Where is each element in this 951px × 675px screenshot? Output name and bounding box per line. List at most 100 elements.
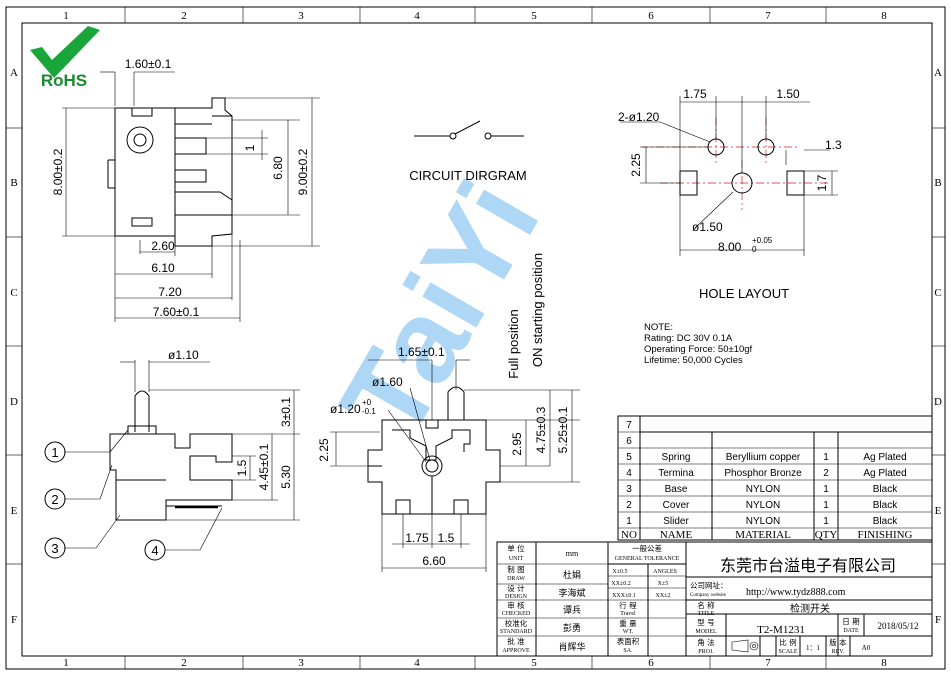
- side-dim-d: 5.30: [279, 465, 293, 489]
- tb-tol-xx: XX±0.2: [611, 581, 630, 587]
- bom-cell-no: 7: [626, 420, 632, 431]
- tb-tolerance-en: GENERAL TOLERANCE: [615, 556, 680, 562]
- col-label-bottom-3: 3: [298, 657, 304, 669]
- bom-header-no: NO: [621, 529, 637, 541]
- bom-cell-name: Slider: [663, 516, 689, 527]
- hole-dim-width-tol: +0.05: [752, 236, 773, 245]
- bom-cell-name: Termina: [658, 468, 694, 479]
- front-dim-j: 6.60: [422, 554, 446, 568]
- tb-company: 东莞市台溢电子有限公司: [720, 556, 896, 575]
- bom-cell-material: Phosphor Bronze: [724, 468, 802, 479]
- bom-cell-finish: Black: [873, 484, 898, 495]
- top-view: 1.60±0.1 8.00±0.2 1 6.80 9.00±0.2 2.60 6…: [51, 57, 320, 322]
- dim-w2: 6.10: [151, 261, 175, 275]
- row-label-right-a: A: [934, 67, 942, 79]
- tb-tol-a2: XX±2: [656, 593, 671, 599]
- col-label-bottom-2: 2: [181, 657, 187, 669]
- row-label-left-f: F: [11, 614, 17, 626]
- dim-pin-offset: 1.60±0.1: [125, 57, 172, 71]
- col-label-bottom-6: 6: [648, 657, 654, 669]
- balloon-3: 3: [51, 541, 58, 556]
- hole-dim-d4: 2.25: [629, 153, 643, 177]
- circuit-title: CIRCUIT DIRGRAM: [409, 168, 526, 183]
- notes-title: NOTE:: [644, 322, 673, 333]
- tb-title-value: 检测开关: [790, 602, 830, 615]
- col-label-top-8: 8: [881, 10, 887, 22]
- tb-appr-en: APPROVE: [502, 648, 530, 654]
- col-label-top-3: 3: [298, 10, 304, 22]
- hole-dim-holes: 2-ø1.20: [618, 110, 660, 124]
- bom-cell-material: NYLON: [746, 516, 780, 527]
- tb-appr-label: 批 准: [507, 636, 525, 646]
- row-label-right-c: C: [934, 287, 941, 299]
- bom-cell-material: NYLON: [746, 500, 780, 511]
- hole-dim-d6: ø1.50: [692, 220, 723, 234]
- row-label-left-d: D: [10, 396, 18, 408]
- row-label-left-c: C: [10, 287, 17, 299]
- dim-w3: 7.20: [158, 285, 182, 299]
- bom-cell-qty: 1: [823, 516, 829, 527]
- front-dim-f: 4.75±0.3: [534, 406, 548, 453]
- tb-sa-en: SA.: [623, 648, 633, 654]
- tb-website-en: Company website: [690, 593, 727, 598]
- tb-proj-en: PROJ.: [698, 649, 714, 655]
- bom-cell-no: 2: [626, 500, 632, 511]
- tb-design-label: 设 计: [507, 583, 525, 593]
- front-dim-b: ø1.60: [372, 375, 403, 389]
- front-dim-c-tol-lo: -0.1: [362, 407, 376, 416]
- hole-dim-width: 8.00: [718, 240, 742, 254]
- tb-design-value: 李海斌: [558, 587, 585, 599]
- bom-header-material: MATERIAL: [735, 529, 791, 541]
- hole-dim-d5: 1.7: [815, 174, 829, 191]
- tb-date-label: 日 期: [842, 617, 859, 626]
- check-mark-icon: [30, 26, 100, 78]
- bom-cell-qty: 1: [823, 484, 829, 495]
- tb-weight-en: WT.: [623, 629, 634, 635]
- col-label-bottom-8: 8: [881, 657, 887, 669]
- row-label-right-e: E: [935, 505, 942, 517]
- bom-header-qty: QTY: [815, 529, 838, 541]
- notes: NOTE: Rating: DC 30V 0.1A Operating Forc…: [644, 322, 753, 366]
- tb-title-en: TITLE: [698, 611, 715, 617]
- bom-header-name: NAME: [660, 529, 693, 541]
- notes-line-3: Lifetime: 50,000 Cycles: [644, 355, 743, 366]
- tb-tol-a5: X±5: [658, 581, 669, 587]
- bom-cell-finish: Black: [873, 516, 898, 527]
- tb-tol-angles: ANGLES: [653, 569, 677, 575]
- projection-symbol-icon: [731, 639, 759, 653]
- front-dim-c-tol-hi: +0: [362, 398, 372, 407]
- balloon-1: 1: [51, 445, 58, 460]
- bom-cell-qty: 2: [823, 468, 829, 479]
- col-label-top-4: 4: [414, 10, 420, 22]
- tb-scale-value: 1：1: [806, 644, 821, 652]
- bom-cell-material: Beryllium copper: [726, 452, 801, 463]
- bom-cell-no: 3: [626, 484, 632, 495]
- tb-website-label: 公司网址：: [690, 580, 728, 590]
- sheet-frame: 1 2 3 4 5 6 7 8 1 2 3 4 5 6 7 8 A B C D …: [5, 6, 946, 670]
- bom-cell-no: 6: [626, 436, 632, 447]
- balloon-4: 4: [151, 543, 158, 558]
- front-dim-e: 2.95: [510, 432, 524, 456]
- hole-dim-d1: 1.75: [683, 87, 707, 101]
- circuit-diagram: CIRCUIT DIRGRAM: [409, 120, 527, 183]
- dim-height-left: 8.00±0.2: [51, 148, 65, 195]
- tb-draw-label: 制 图: [507, 564, 524, 574]
- row-label-right-d: D: [934, 396, 942, 408]
- col-label-top-1: 1: [63, 10, 69, 22]
- col-label-bottom-1: 1: [63, 657, 69, 669]
- tb-rev-en: REV.: [832, 649, 845, 655]
- front-pos-on: ON starting position: [530, 253, 545, 367]
- tb-scale-en: SCALE: [778, 649, 797, 655]
- tb-draw-value: 杜娟: [563, 569, 581, 581]
- dim-height-right: 9.00±0.2: [296, 148, 310, 195]
- front-dim-d: 2.25: [317, 438, 331, 462]
- tb-sa-label: 表面积: [617, 636, 640, 646]
- front-dim-i: 1.5: [438, 531, 455, 545]
- bom-cell-name: Spring: [662, 452, 691, 463]
- tb-rev-label: 版 本: [829, 637, 847, 647]
- balloon-2: 2: [51, 492, 58, 507]
- bom-cell-name: Cover: [663, 500, 690, 511]
- side-view: 1 2 3 4 ø1.10 3±0.1 1.5 4.45±0.1 5.30: [44, 348, 300, 561]
